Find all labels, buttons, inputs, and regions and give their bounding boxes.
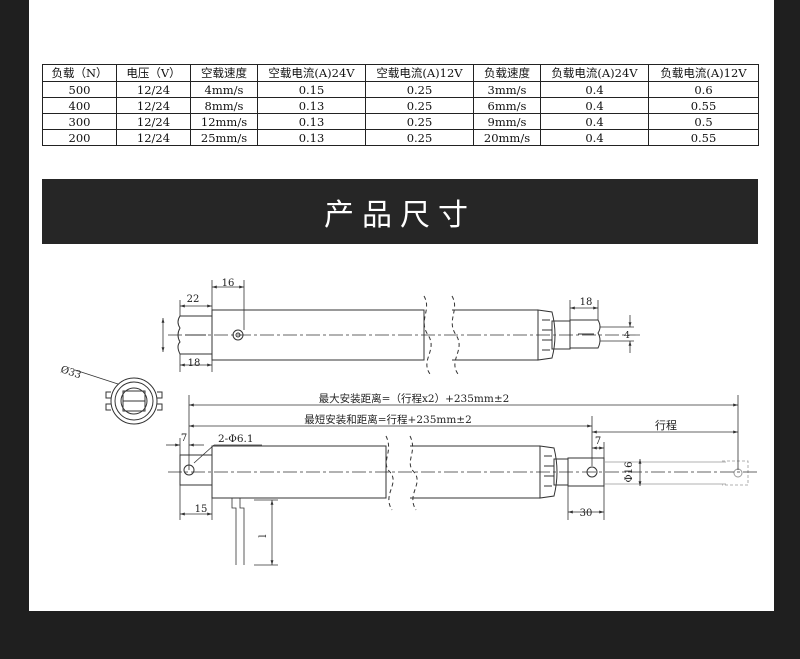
- side-view-dimensions: [166, 395, 739, 566]
- header-load: 负载（N）: [42, 64, 117, 82]
- table-cell: 0.55: [648, 97, 759, 114]
- dim-7-left-label: 7: [181, 433, 187, 444]
- table-cell: 9mm/s: [473, 113, 541, 130]
- dim-15-label: 15: [195, 504, 208, 515]
- end-view: [74, 369, 163, 425]
- header-load-current-24v: 负载电流(A)24V: [540, 64, 649, 82]
- end-diameter-label: Ø33: [59, 364, 82, 381]
- dim-l-label: l: [258, 534, 269, 537]
- top-view: [168, 295, 640, 375]
- table-cell: 0.55: [648, 129, 759, 146]
- side-view: [168, 435, 760, 565]
- section-title: 产品尺寸: [324, 197, 476, 233]
- table-row: 200 12/24 25mm/s 0.13 0.25 20mm/s 0.4 0.…: [42, 129, 759, 146]
- dim-18-left-label: 18: [188, 358, 201, 369]
- dim-30-label: 30: [580, 508, 593, 519]
- dim-22-label: 22: [187, 294, 200, 305]
- section-title-band: 产品尺寸: [42, 179, 758, 244]
- table-cell: 0.15: [257, 81, 366, 98]
- min-install-label: 最短安装和距离=行程+235mm±2: [304, 413, 472, 426]
- dim-4-label: 4: [624, 331, 630, 341]
- table-cell: 12/24: [116, 113, 191, 130]
- spec-table: 负载（N） 电压（V） 空载速度 空载电流(A)24V 空载电流(A)12V 负…: [42, 64, 759, 146]
- table-cell: 12mm/s: [190, 113, 258, 130]
- table-cell: 0.4: [540, 129, 649, 146]
- table-cell: 20mm/s: [473, 129, 541, 146]
- table-header-row: 负载（N） 电压（V） 空载速度 空载电流(A)24V 空载电流(A)12V 负…: [42, 64, 759, 82]
- table-cell: 25mm/s: [190, 129, 258, 146]
- dim-18-right-label: 18: [580, 297, 593, 308]
- max-install-label: 最大安装距离=（行程x2）+235mm±2: [319, 392, 510, 405]
- dia-16-label: Φ16: [624, 462, 635, 483]
- top-view-dimensions: [161, 280, 634, 372]
- table-cell: 0.13: [257, 97, 366, 114]
- header-load-speed: 负载速度: [473, 64, 541, 82]
- table-cell: 12/24: [116, 129, 191, 146]
- table-cell: 400: [42, 97, 117, 114]
- dim-7-right-label: 7: [595, 436, 601, 447]
- table-cell: 6mm/s: [473, 97, 541, 114]
- hole-label: 2-Φ6.1: [218, 433, 254, 445]
- table-row: 400 12/24 8mm/s 0.13 0.25 6mm/s 0.4 0.55: [42, 97, 759, 114]
- stroke-label: 行程: [655, 419, 677, 432]
- dim-16-label: 16: [222, 278, 235, 289]
- table-cell: 200: [42, 129, 117, 146]
- header-noload-current-12v: 空载电流(A)12V: [365, 64, 474, 82]
- table-cell: 0.13: [257, 129, 366, 146]
- table-cell: 0.25: [365, 129, 474, 146]
